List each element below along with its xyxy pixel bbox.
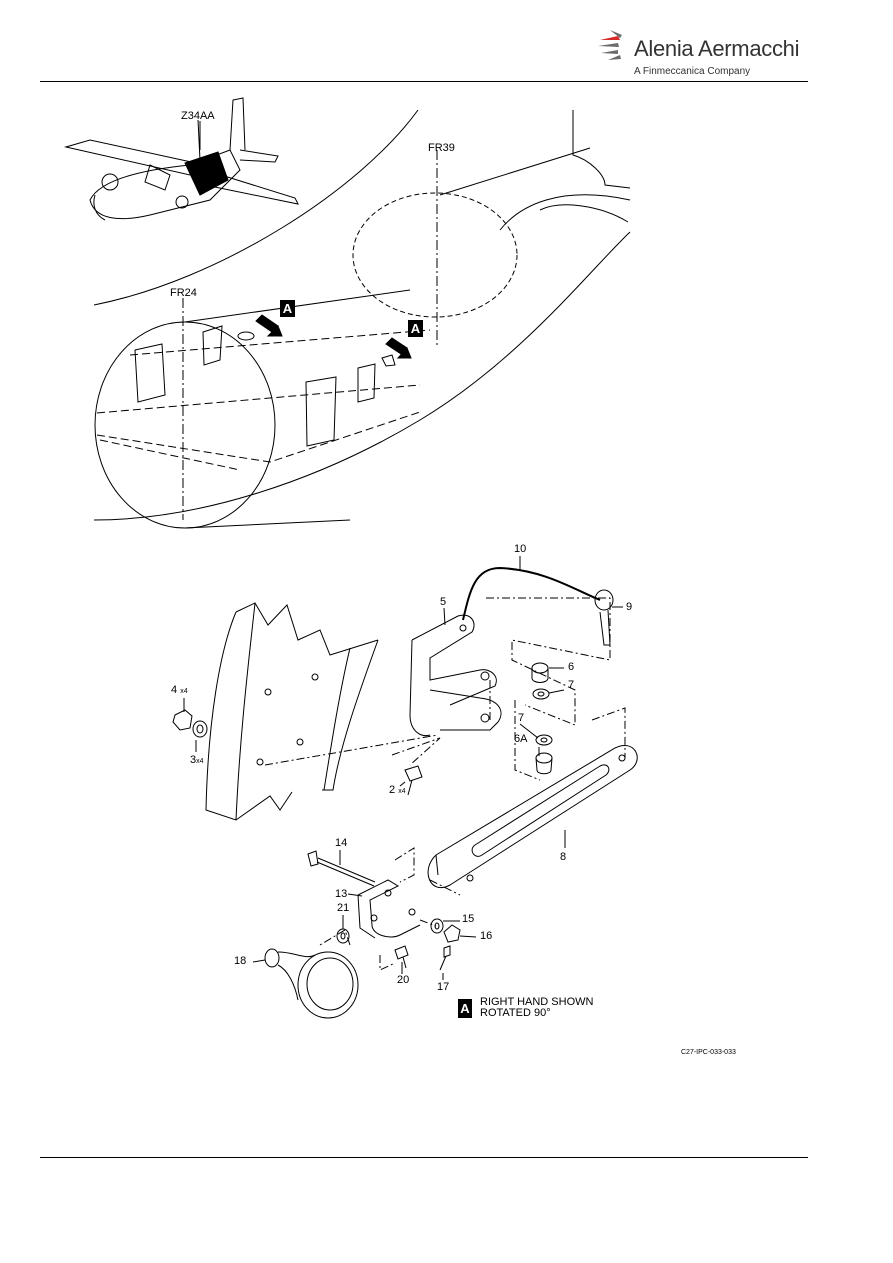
callout-item-7-upper: 7 <box>568 679 575 691</box>
zone-label: Z34AA <box>181 110 215 122</box>
locator-aircraft <box>64 97 299 221</box>
view-note: RIGHT HAND SHOWN ROTATED 90° <box>480 997 593 1019</box>
callout-item-10: 10 <box>514 543 527 555</box>
callout-item-4: 4 x4 <box>171 684 188 696</box>
footer-rule <box>40 1157 808 1158</box>
callout-item-16: 16 <box>480 930 493 942</box>
callout-item-2: 2 x4 <box>389 784 406 796</box>
note-marker: A <box>458 999 472 1018</box>
figure-code: C27-IPC-033-033 <box>681 1049 736 1056</box>
note-line-2: ROTATED 90° <box>480 1007 551 1019</box>
callout-item-20: 20 <box>397 974 410 986</box>
fuselage-section <box>93 109 631 529</box>
company-logo: Alenia Aermacchi A Finmeccanica Company <box>596 22 800 80</box>
frame-label-fr24: FR24 <box>170 287 197 299</box>
logo-tagline: A Finmeccanica Company <box>634 66 751 77</box>
callout-item-8: 8 <box>560 851 567 863</box>
header-rule <box>40 81 808 82</box>
exploded-parts <box>172 121 638 1019</box>
note-line-1: RIGHT HAND SHOWN <box>480 996 594 1008</box>
view-marker-left: A <box>280 300 295 317</box>
callout-item-17: 17 <box>437 981 450 993</box>
view-marker-right: A <box>408 320 423 337</box>
logo-mark-icon <box>598 30 622 60</box>
callout-item-14: 14 <box>335 837 348 849</box>
callout-item-13: 13 <box>335 888 348 900</box>
callout-item-9: 9 <box>626 601 633 613</box>
callout-item-21: 21 <box>337 902 350 914</box>
callout-item-7-lower: 7 <box>518 712 525 724</box>
callout-item-5: 5 <box>440 596 447 608</box>
frame-label-fr39: FR39 <box>428 142 455 154</box>
callout-item-6: 6 <box>568 661 575 673</box>
callout-item-18: 18 <box>234 955 247 967</box>
callout-item-6a: 6A <box>514 733 528 745</box>
callout-item-3: 3x4 <box>190 754 204 766</box>
logo-name: Alenia Aermacchi <box>634 36 800 61</box>
callout-item-15: 15 <box>462 913 475 925</box>
